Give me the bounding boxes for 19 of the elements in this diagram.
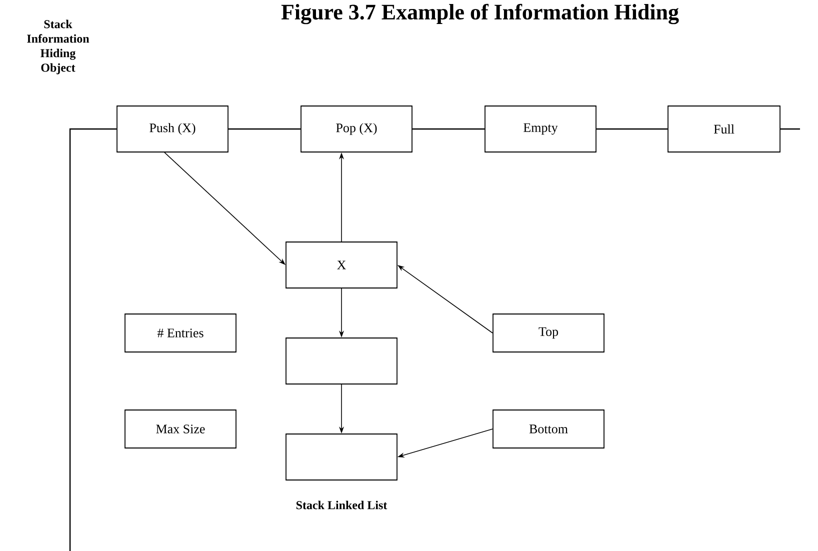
- process-box: Full: [668, 106, 780, 152]
- process-box: X: [286, 242, 398, 288]
- process-box: Empty: [484, 106, 596, 152]
- process-box: Top: [492, 314, 604, 352]
- list-label: Stack Linked List: [296, 500, 388, 510]
- empty-box: [286, 338, 398, 384]
- connector-line: [412, 128, 485, 130]
- connector-line: [596, 128, 668, 130]
- process-box: Push (X): [116, 106, 228, 152]
- connector-line: [780, 128, 800, 130]
- object-label: Stack Information Hiding Object: [27, 20, 90, 74]
- connector-line: [69, 128, 117, 551]
- process-box: Max Size: [124, 410, 236, 448]
- empty-box: [286, 434, 398, 480]
- title: Figure 3.7 Example of Information Hiding: [281, 4, 679, 24]
- process-box: Pop (X): [300, 106, 412, 152]
- process-box: Bottom: [492, 410, 604, 448]
- connector-line: [228, 128, 301, 130]
- process-box: # Entries: [124, 314, 236, 352]
